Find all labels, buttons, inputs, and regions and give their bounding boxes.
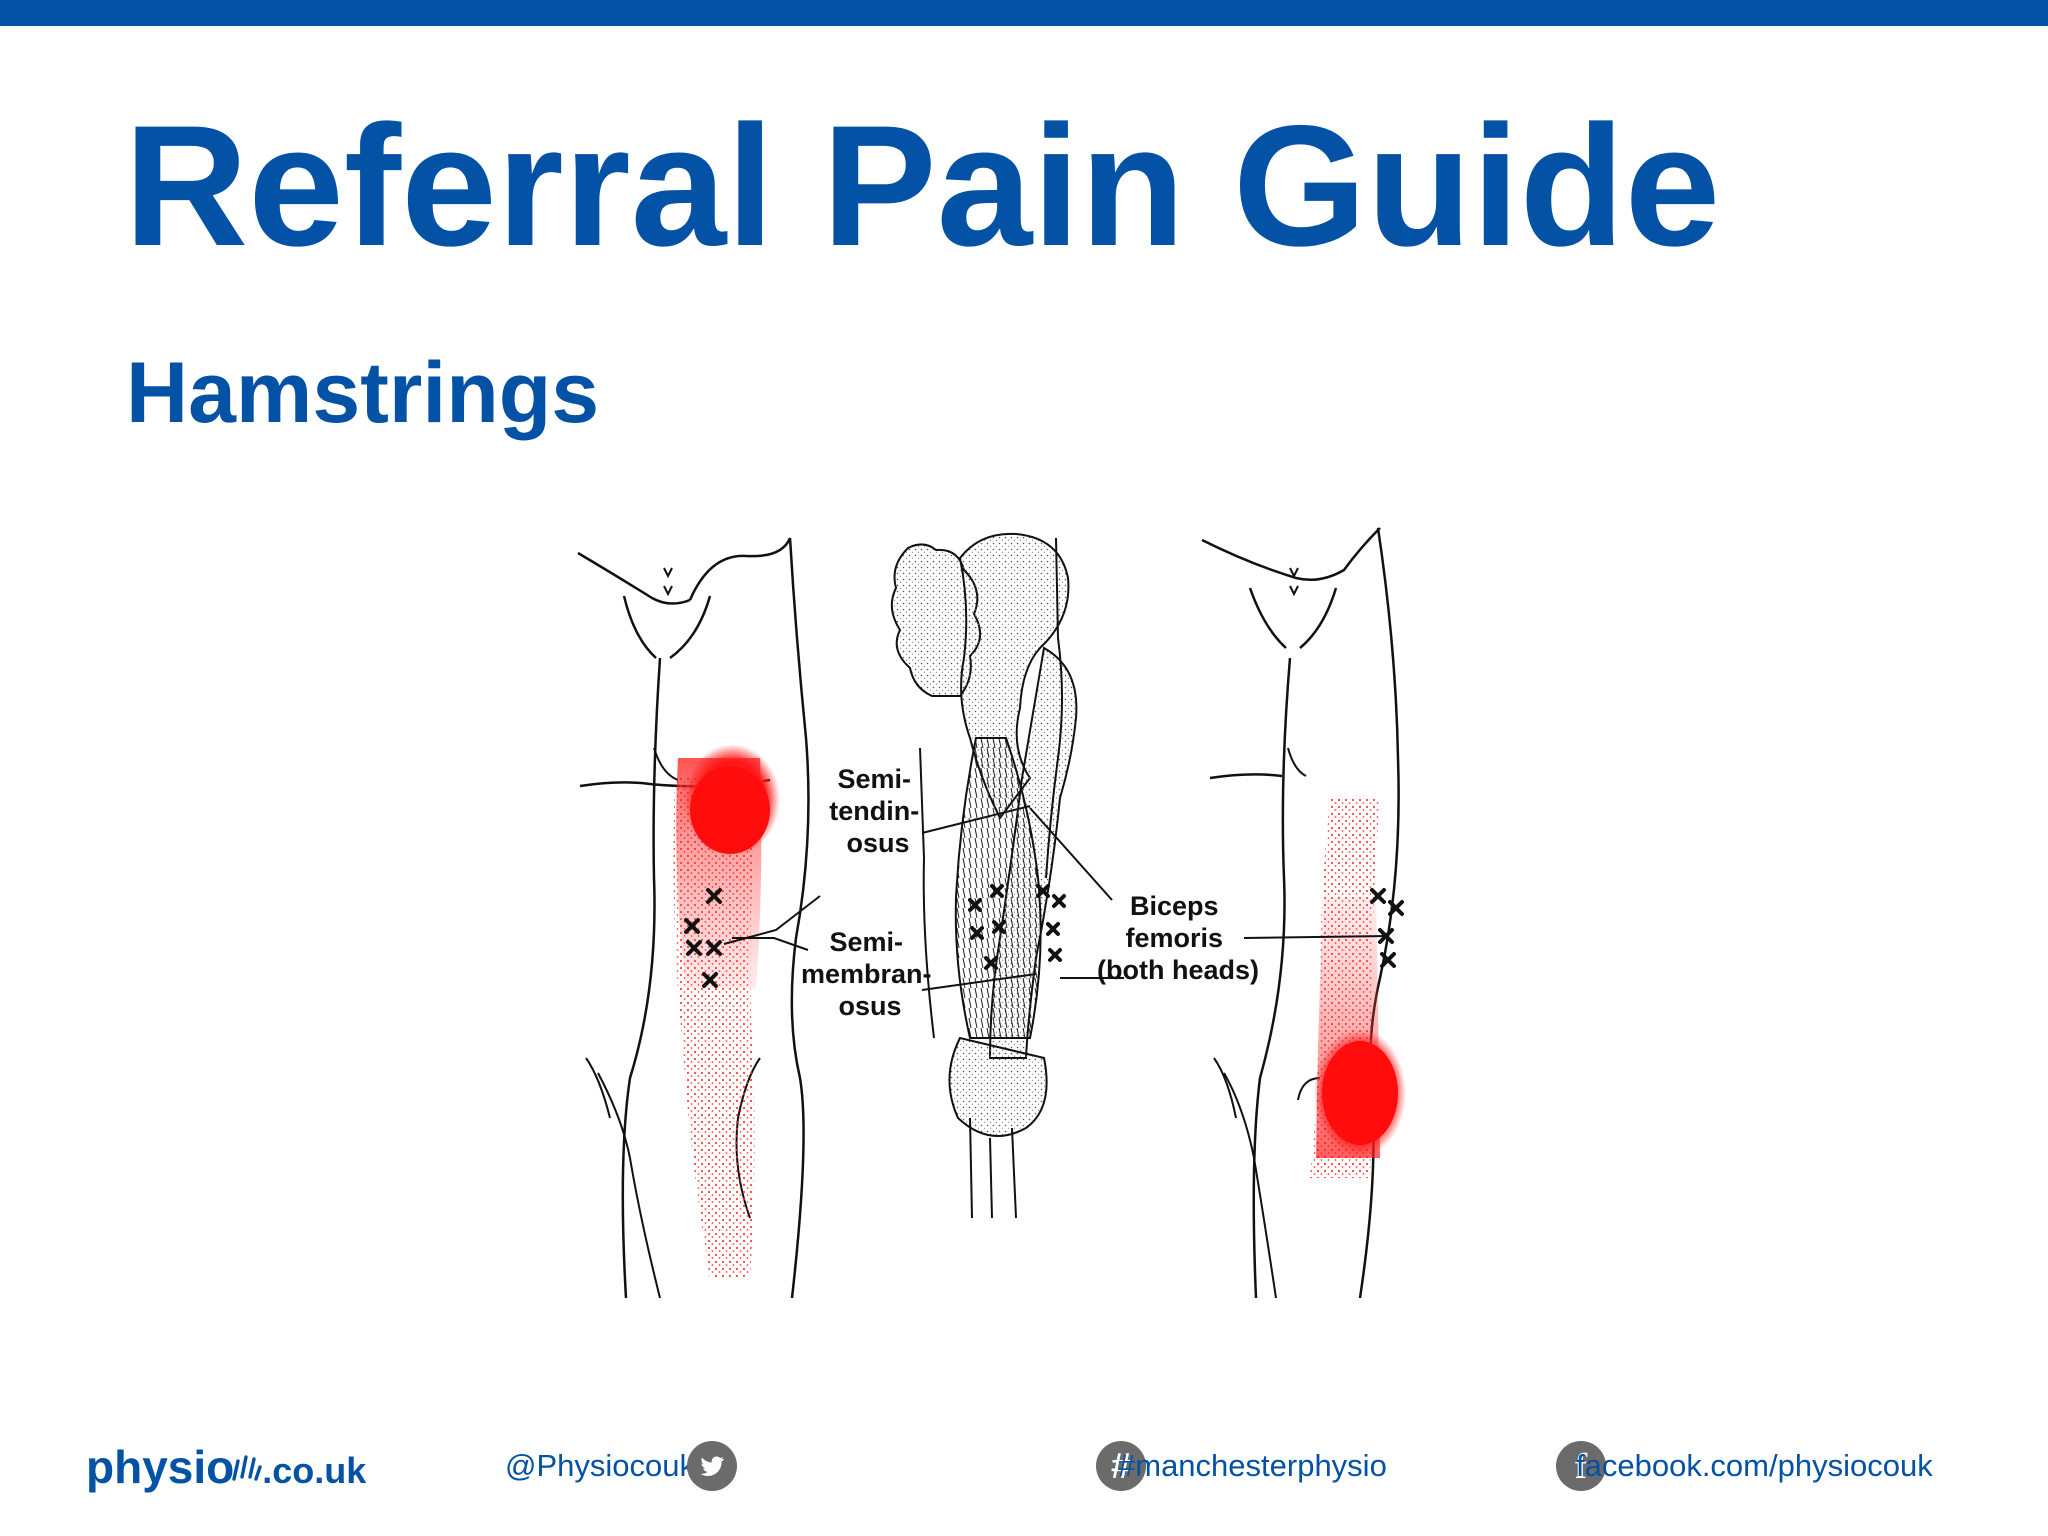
hashtag-link[interactable]: # #manchesterphysio bbox=[1096, 1440, 1387, 1492]
trigger-point-markers bbox=[684, 884, 1404, 988]
hand-icon bbox=[228, 1453, 262, 1483]
hashtag-icon[interactable]: # bbox=[1096, 1441, 1146, 1491]
physio-logo[interactable]: physio .co.uk bbox=[86, 1440, 366, 1496]
twitter-bird-icon[interactable] bbox=[687, 1441, 737, 1491]
facebook-url: facebook.com/physiocouk bbox=[1576, 1448, 1933, 1483]
facebook-f-icon[interactable]: f bbox=[1556, 1441, 1606, 1491]
label-leader-lines bbox=[723, 805, 1389, 991]
left-leg-figure bbox=[577, 537, 810, 1299]
page-title: Referral Pain Guide bbox=[124, 90, 1721, 282]
right-leg-figure bbox=[1201, 527, 1406, 1299]
page-subtitle: Hamstrings bbox=[126, 345, 600, 441]
facebook-link[interactable]: f facebook.com/physiocouk bbox=[1556, 1440, 1933, 1492]
twitter-handle: @Physiocouk bbox=[505, 1448, 695, 1483]
label-semimembranosus: Semi- membran- osus bbox=[801, 927, 939, 1021]
twitter-link[interactable]: @Physiocouk bbox=[505, 1440, 737, 1492]
logo-word: physio bbox=[86, 1441, 235, 1493]
label-semitendinosus: Semi- tendin- osus bbox=[829, 764, 927, 858]
top-accent-bar bbox=[0, 0, 2048, 26]
logo-domain: .co.uk bbox=[262, 1450, 367, 1491]
hamstring-anatomy-figure bbox=[890, 532, 1078, 1219]
label-biceps-femoris: Biceps femoris (both heads) bbox=[1097, 891, 1259, 985]
hashtag-text: #manchesterphysio bbox=[1118, 1448, 1387, 1483]
hamstring-referral-illustration: Semi- tendin- osus Semi- membran- osus B… bbox=[560, 518, 1480, 1308]
